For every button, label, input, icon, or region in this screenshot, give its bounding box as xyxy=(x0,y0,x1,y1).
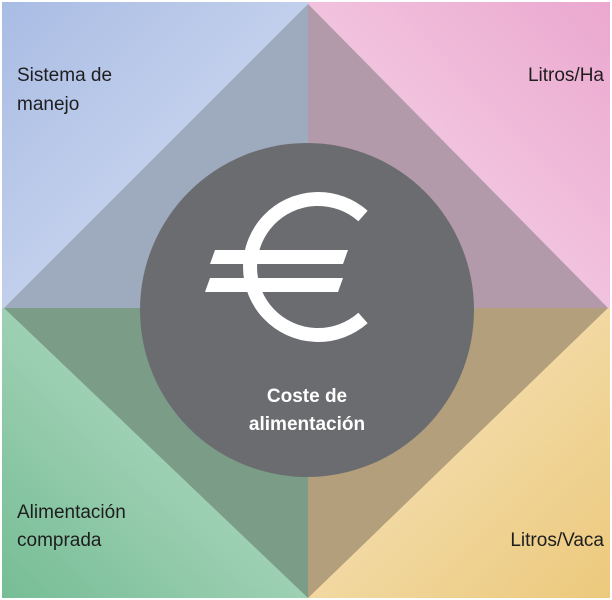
euro-icon xyxy=(205,192,368,342)
center-label-line1: Coste de xyxy=(267,386,347,407)
label-bottom-left-line2: comprada xyxy=(17,530,102,551)
label-bottom-right: Litros/Vaca xyxy=(510,530,604,551)
label-top-left-line2: manejo xyxy=(17,94,79,115)
label-top-left-line1: Sistema de xyxy=(17,65,112,86)
center-circle xyxy=(140,143,474,477)
label-bottom-left-line1: Alimentación xyxy=(17,502,126,523)
label-top-right: Litros/Ha xyxy=(528,65,604,86)
center-label-line2: alimentación xyxy=(249,414,365,435)
